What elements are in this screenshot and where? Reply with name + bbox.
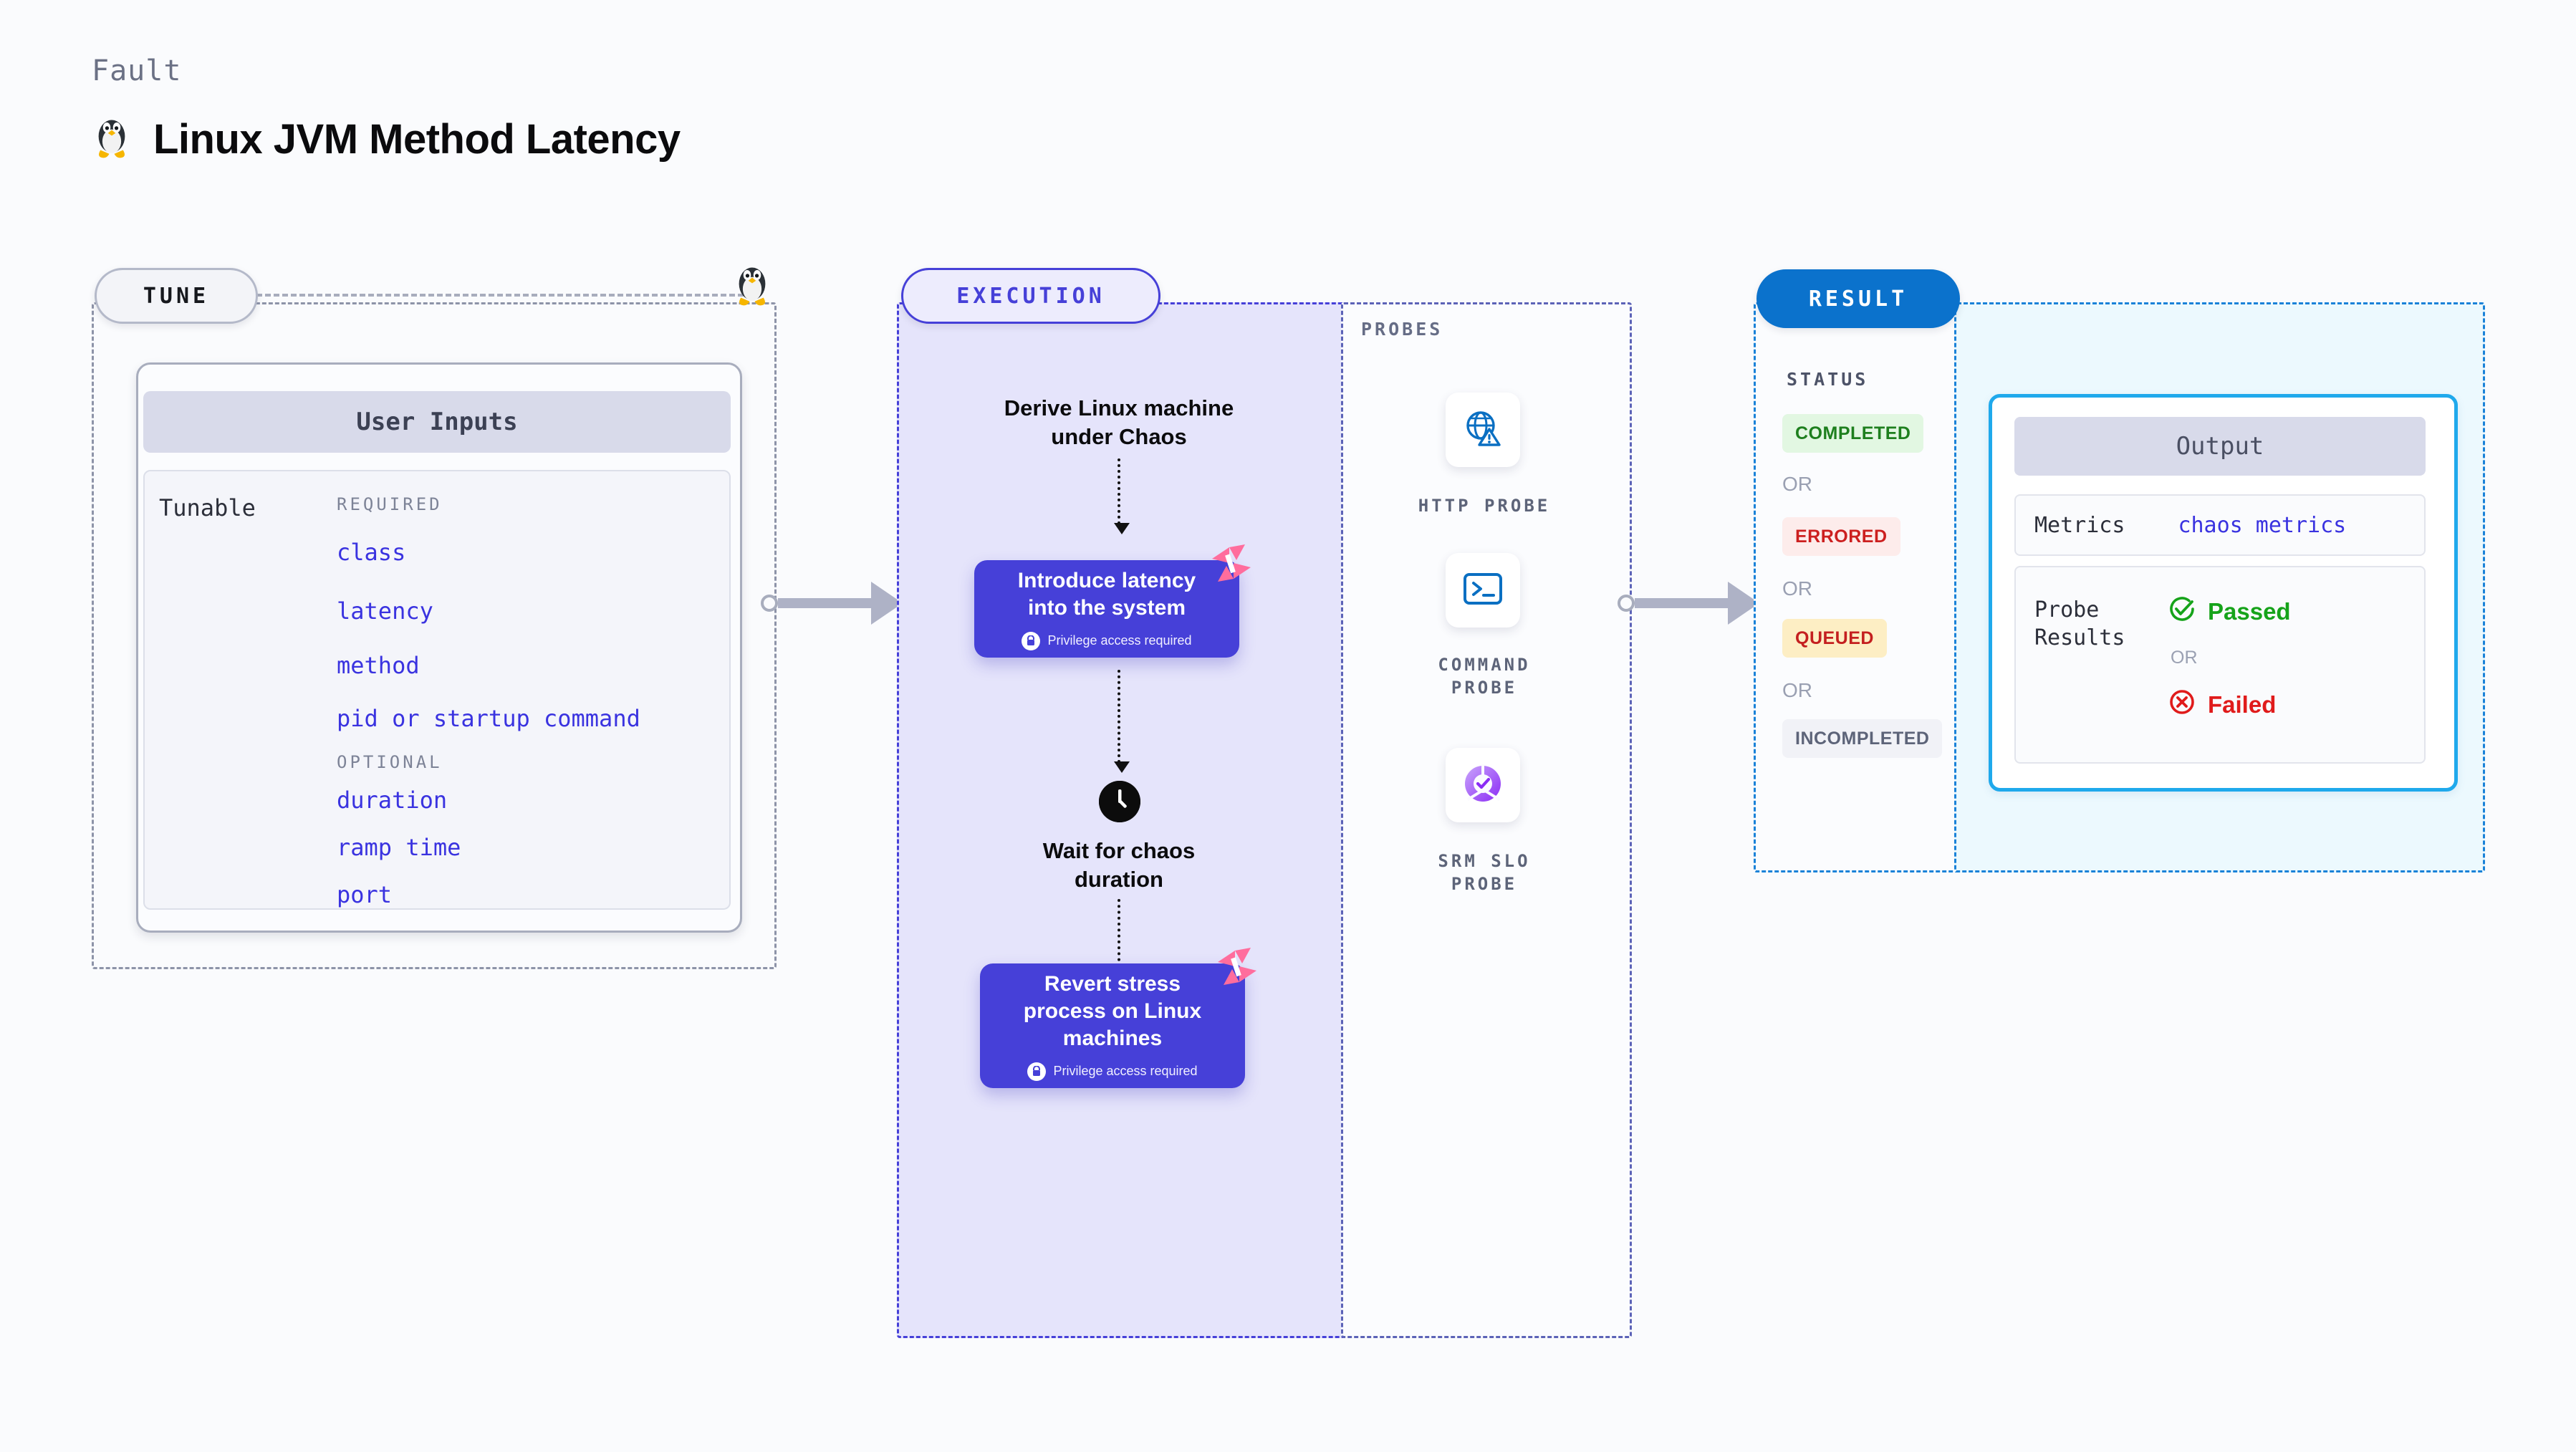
probe-tile-command[interactable] [1446,553,1520,628]
input-item-port[interactable]: port [337,881,393,908]
step-revert-stress-box[interactable]: Revert stress process on Linux machines … [980,948,1256,1088]
lock-icon [1022,631,1041,650]
connector-dot-start [761,595,778,612]
linux-penguin-icon [92,115,132,164]
privilege-required-row-2: Privilege access required [1027,1062,1198,1081]
probe-caption-http: HTTP PROBE [1418,496,1551,516]
step-introduce-latency-title: Introduce latency into the system [1017,569,1196,620]
probe-tile-srm-slo[interactable] [1446,748,1520,822]
status-badge-incompleted: INCOMPLETED [1782,719,1943,758]
check-circle-icon [2168,595,2196,629]
slo-check-icon [1461,762,1504,809]
output-probe-results-row: Probe Results Passed OR Failed [2014,566,2426,764]
connector-tune-to-execution [761,582,915,625]
probe-verdict-failed: Failed [2168,688,2276,722]
probe-caption-command: COMMAND PROBE [1438,655,1531,698]
probes-section-label: PROBES [1361,319,1443,340]
status-badge-errored: ERRORED [1782,517,1900,556]
result-stage-pill[interactable]: RESULT [1756,269,1960,328]
output-card-header: Output [2014,417,2426,476]
input-item-duration[interactable]: duration [337,787,448,814]
step-introduce-latency-box[interactable]: Introduce latency into the system Privil… [974,544,1251,658]
probe-caption-srm-slo: SRM SLO PROBE [1438,851,1531,895]
flow-arrow-inject-to-wait [1114,670,1130,773]
tune-stage-boundary [92,302,777,969]
status-badge-completed: COMPLETED [1782,414,1924,453]
privilege-required-text-2: Privilege access required [1053,1064,1198,1079]
required-caption: REQUIRED [337,494,443,514]
probe-tile-http[interactable] [1446,393,1520,467]
tune-linux-penguin-icon [732,262,772,312]
tune-pill-dash-link [256,294,744,297]
tunable-panel [143,470,731,910]
user-inputs-header: User Inputs [143,391,731,453]
input-item-method[interactable]: method [337,652,420,679]
connector-dot-start [1618,595,1635,612]
output-metrics-row: Metrics chaos metrics [2014,494,2426,556]
page-title: Linux JVM Method Latency [153,116,681,163]
privilege-required-row: Privilege access required [1022,631,1192,650]
harness-logo-icon [1208,542,1255,585]
metrics-value[interactable]: chaos metrics [2178,512,2347,538]
connector-line [778,598,871,608]
connector-execution-to-result [1618,582,1772,625]
optional-caption: OPTIONAL [337,752,443,772]
step-wait-label: Wait for chaos duration [1042,838,1196,892]
terminal-icon [1462,570,1504,611]
privilege-required-text: Privilege access required [1047,633,1192,648]
input-item-pid-or-startup-command[interactable]: pid or startup command [337,705,640,732]
harness-logo-icon [1213,945,1261,988]
x-circle-icon [2168,688,2196,722]
status-or-3: OR [1782,679,1812,701]
connector-line [1635,598,1728,608]
status-section-label: STATUS [1787,369,1869,390]
flow-arrow-wait-to-revert [1114,899,1130,977]
step-revert-stress-title: Revert stress process on Linux machines [1023,972,1202,1050]
status-or-2: OR [1782,577,1812,600]
flow-arrow-derive-to-inject [1114,458,1130,534]
metrics-label: Metrics [2034,512,2125,538]
clock-icon [1099,781,1140,822]
input-item-latency[interactable]: latency [337,597,433,625]
lock-icon [1027,1062,1047,1081]
probe-verdict-passed: Passed [2168,595,2291,629]
globe-warning-icon [1462,408,1504,453]
probe-verdict-or: OR [2171,648,2198,668]
input-item-class[interactable]: class [337,539,406,566]
fault-kicker-label: Fault [92,54,182,87]
probe-results-label: Probe Results [2034,597,2125,650]
result-stage-boundary [1754,302,1962,872]
tunable-label: Tunable [159,494,256,521]
tune-stage-pill[interactable]: TUNE [95,268,258,324]
execution-stage-pill[interactable]: EXECUTION [901,268,1160,324]
status-badge-queued: QUEUED [1782,619,1887,658]
input-item-ramp-time[interactable]: ramp time [337,834,461,861]
step-derive-label: Derive Linux machine under Chaos [1004,395,1234,449]
status-or-1: OR [1782,473,1812,495]
fault-title-row: Linux JVM Method Latency [92,115,681,164]
